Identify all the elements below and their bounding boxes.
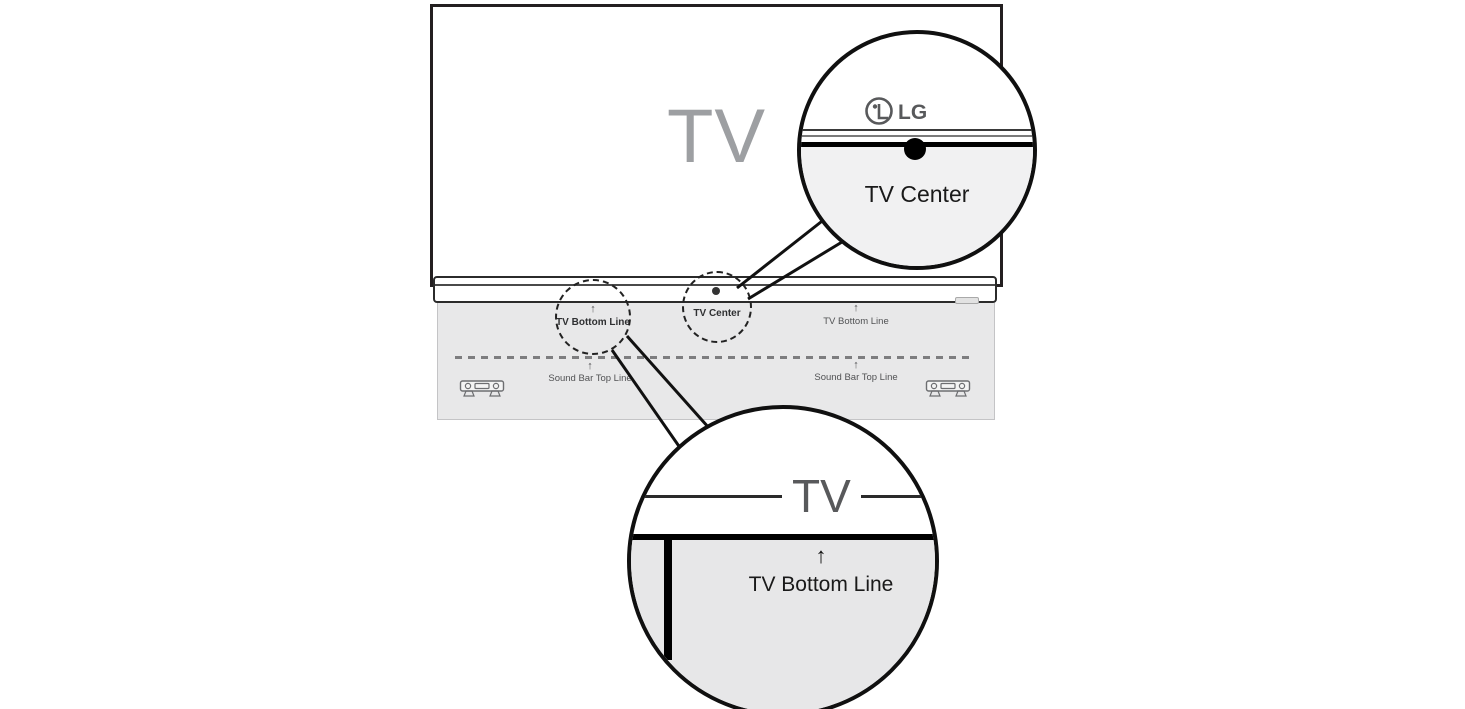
highlight-circle-tv-bottom-line [555, 279, 631, 355]
sound-bar-top-line-label-left: Sound Bar Top Line [548, 373, 632, 384]
soundbar-edge-line [801, 129, 1033, 131]
wall-bracket-icon [925, 379, 971, 406]
tv-label-magnified: TV [782, 471, 861, 521]
sound-bar-top-line-label-right: Sound Bar Top Line [814, 372, 898, 383]
callout-shaded-area [801, 147, 1033, 266]
highlight-circle-tv-center [682, 271, 752, 343]
soundbar-control [955, 297, 979, 304]
up-arrow-icon: ↑ [815, 543, 827, 568]
tv-label: TV [666, 94, 767, 179]
tv-bottom-line-label-right: TV Bottom Line [823, 316, 889, 327]
soundbar-end-edge [664, 540, 672, 660]
callout-shaded-area [631, 540, 935, 709]
soundbar-top-guideline [455, 356, 975, 359]
tv-center-callout-label: TV Center [864, 181, 970, 207]
soundbar-edge-line [801, 135, 1033, 137]
tv-center-dot [904, 138, 926, 160]
callout-tv-bottom-line: TV ↑ TV Bottom Line [627, 405, 939, 709]
lg-brand-text: LG [898, 101, 927, 124]
callout-tv-center: LG TV Center [797, 30, 1037, 270]
up-arrow-icon: ↑ [853, 302, 859, 314]
up-arrow-icon: ↑ [853, 359, 859, 371]
up-arrow-icon: ↑ [587, 360, 593, 372]
tv-bottom-line [631, 534, 935, 540]
tv-bottom-line-callout-label: TV Bottom Line [748, 573, 894, 596]
wall-bracket-icon [459, 379, 505, 406]
lg-logo: LG [801, 95, 1022, 127]
